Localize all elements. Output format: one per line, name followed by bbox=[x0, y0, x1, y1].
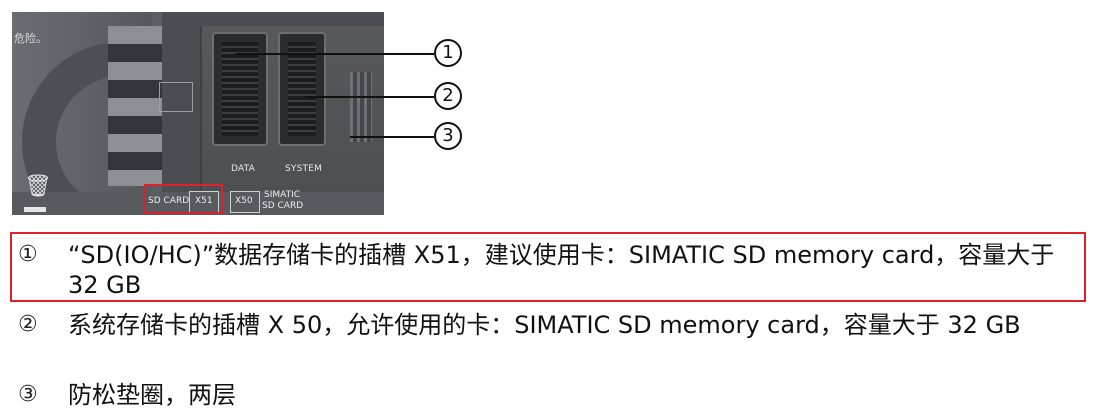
label-x51: X51 bbox=[195, 196, 213, 206]
list-item-3: ③ 防松垫圈，两层 bbox=[18, 380, 1088, 412]
label-x50-box bbox=[230, 191, 260, 213]
label-simatic-2: SD CARD bbox=[262, 201, 304, 211]
label-simatic-1: SIMATIC bbox=[264, 190, 301, 200]
crossed-bin-icon: 🗑 bbox=[24, 174, 52, 199]
leader-3 bbox=[350, 136, 434, 138]
leader-2 bbox=[306, 96, 434, 98]
item-3-number: ③ bbox=[18, 382, 38, 407]
cooling-ribs bbox=[350, 72, 372, 142]
leader-1 bbox=[236, 53, 434, 55]
slot-label-system: SYSTEM bbox=[285, 164, 323, 174]
item-2-text: 系统存储卡的插槽 X 50，允许使用的卡：SIMATIC SD memory c… bbox=[68, 311, 1021, 339]
connector-rail bbox=[108, 26, 164, 186]
sd-card-icon bbox=[159, 82, 193, 112]
slot-system bbox=[278, 32, 326, 146]
callout-3: 3 bbox=[434, 122, 462, 150]
list-item-2: ② 系统存储卡的插槽 X 50，允许使用的卡：SIMATIC SD memory… bbox=[18, 310, 1088, 372]
top-left-text: 危险。 bbox=[14, 32, 47, 45]
item-1-highlight-box bbox=[10, 232, 1086, 302]
callout-2: 2 bbox=[434, 82, 462, 110]
device-photo: 危险。 DATA SYSTEM 🗑 SD CARD X51 X50 SIMATI… bbox=[12, 12, 384, 215]
label-sd-card: SD CARD bbox=[148, 196, 190, 206]
item-3-text: 防松垫圈，两层 bbox=[68, 381, 236, 409]
label-strip bbox=[12, 192, 384, 215]
item-1-text: “SD(IO/HC)”数据存储卡的插槽 X51，建议使用卡：SIMATIC SD… bbox=[68, 241, 1055, 299]
slot-label-data: DATA bbox=[231, 164, 255, 174]
item-1-number: ① bbox=[18, 242, 38, 267]
label-x50: X50 bbox=[235, 196, 253, 206]
x51-highlight-box bbox=[144, 184, 223, 214]
crossed-bin-bar bbox=[24, 207, 46, 212]
list-item-1: ① “SD(IO/HC)”数据存储卡的插槽 X51，建议使用卡：SIMATIC … bbox=[18, 240, 1088, 302]
item-2-number: ② bbox=[18, 312, 38, 337]
slot-data bbox=[212, 32, 268, 146]
callout-1: 1 bbox=[434, 39, 462, 67]
